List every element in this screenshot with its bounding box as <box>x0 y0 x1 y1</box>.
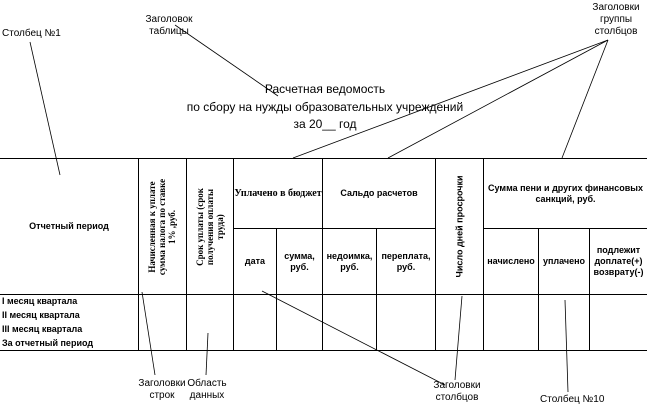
header-paid-date: дата <box>244 256 266 266</box>
header-group-balance: Сальдо расчетов <box>340 188 418 198</box>
annotation-table-header: Заголовок таблицы <box>145 14 193 37</box>
callout-group-3 <box>561 39 609 159</box>
header-due-date: Срок уплаты (срок получения оплаты труда… <box>195 187 226 266</box>
row-label-month3: III месяц квартала <box>2 324 83 334</box>
annotation-column-headers: Заголовки столбцов <box>433 380 481 403</box>
row-label-month2: II месяц квартала <box>2 310 80 320</box>
annotation-column-group-headers: Заголовки группы столбцов <box>592 2 640 37</box>
callout-column1 <box>29 41 61 176</box>
row-label-month1: I месяц квартала <box>2 296 78 306</box>
header-arrears: недоимка, руб. <box>326 250 373 272</box>
header-accrued-tax: Начисленная к уплате сумма налога по ста… <box>147 178 178 275</box>
callout-data-area <box>205 332 209 376</box>
callout-row-headers <box>141 291 156 376</box>
header-group-penalty: Сумма пени и других финансовых санкций, … <box>488 182 643 204</box>
callout-column10 <box>564 299 569 393</box>
table-title-line1: Расчетная ведомость <box>264 82 386 96</box>
table-title-line3: за 20__ год <box>293 117 357 131</box>
header-overpayment: переплата, руб. <box>381 250 431 272</box>
row-label-total: За отчетный период <box>2 338 94 348</box>
callout-lines <box>29 24 609 393</box>
table-borders <box>0 158 647 351</box>
header-period: Отчетный период <box>29 221 109 231</box>
callout-column-headers-1 <box>261 290 446 386</box>
callout-table-header <box>174 24 279 97</box>
header-penalty-payable: подлежит доплате(+) возврату(-) <box>593 245 644 277</box>
annotation-column1: Столбец №1 <box>2 28 61 39</box>
callout-group-2 <box>387 39 609 159</box>
callout-column-headers-2 <box>454 295 463 381</box>
header-penalty-paid: уплачено <box>542 256 586 266</box>
header-paid-sum: сумма, руб. <box>284 250 315 272</box>
header-overdue-days: Число дней просрочки <box>454 175 464 278</box>
callout-group-1 <box>292 39 609 159</box>
header-penalty-accrued: начислено <box>487 256 535 266</box>
annotation-column10: Столбец №10 <box>540 394 605 405</box>
table-title-line2: по сбору на нужды образовательных учрежд… <box>186 100 464 114</box>
annotation-data-area: Область данных <box>187 378 227 401</box>
header-group-paid: Уплачено в бюджет <box>234 187 322 199</box>
annotation-row-headers: Заголовки строк <box>138 378 186 401</box>
